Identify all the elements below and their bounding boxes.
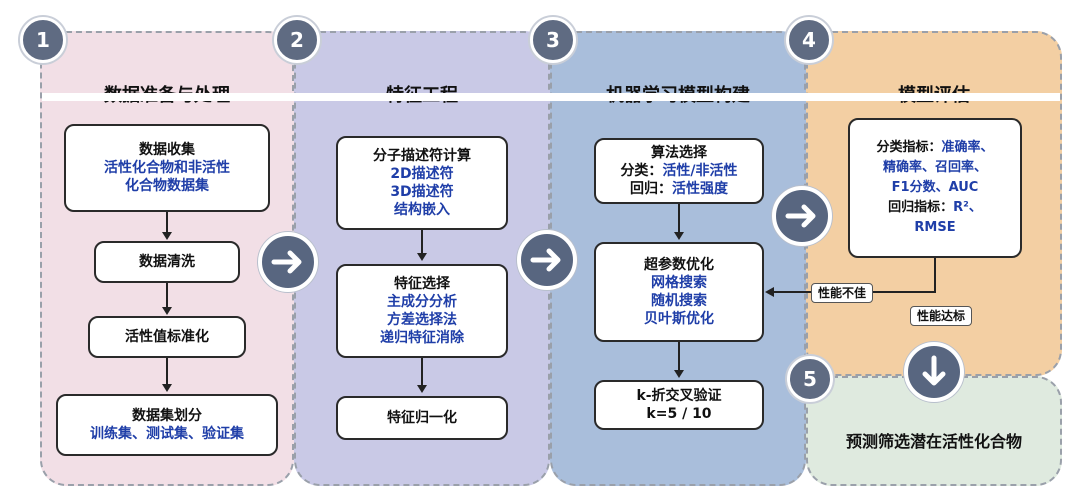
arrow-head	[417, 253, 427, 261]
flow-arrow-circle-3	[772, 186, 832, 246]
eval-cls-label: 分类指标：	[876, 140, 942, 155]
descriptor-item: 结构嵌入	[394, 202, 450, 218]
box-feature-selection: 特征选择 主成分分析 方差选择法 递归特征消除	[336, 264, 508, 358]
feature-selection-title: 特征选择	[394, 276, 450, 292]
algorithm-regression-value: 活性强度	[672, 181, 728, 197]
box-kfold-cv: k-折交叉验证 k=5 / 10	[594, 380, 764, 430]
data-cleaning-label: 数据清洗	[139, 254, 195, 270]
arrow-head	[417, 385, 427, 393]
feature-selection-item: 主成分分析	[387, 294, 457, 310]
descriptor-calc-title: 分子描述符计算	[373, 148, 471, 164]
eval-reg-line1: 回归指标：R²、	[888, 198, 982, 218]
flow-arrow-circle-2	[517, 230, 577, 290]
step-badge-1: 1	[20, 17, 66, 63]
descriptor-item: 2D描述符	[390, 166, 454, 182]
hyperparam-item: 网格搜索	[651, 275, 707, 291]
hyperparam-item: 随机搜索	[651, 293, 707, 309]
arrow-head	[162, 384, 172, 392]
hyperparam-opt-title: 超参数优化	[644, 257, 714, 273]
box-hyperparam-opt: 超参数优化 网格搜索 随机搜索 贝叶斯优化	[594, 242, 764, 342]
eval-cls-line1: 分类指标：准确率、	[876, 138, 993, 158]
feedback-arrow-head	[765, 287, 774, 297]
step-badge-2: 2	[274, 17, 320, 63]
algorithm-regression-label: 回归：	[630, 181, 672, 197]
box-data-collection: 数据收集 活性化合物和非活性 化合物数据集	[64, 124, 270, 212]
arrow-head	[674, 370, 684, 378]
flow-arrow-circle-down	[904, 342, 964, 402]
box-feature-normalization: 特征归一化	[336, 396, 508, 440]
activity-normalization-label: 活性值标准化	[125, 329, 209, 345]
box-eval-metrics: 分类指标：准确率、 精确率、召回率、 F1分数、AUC 回归指标：R²、 RMS…	[848, 118, 1022, 258]
step-badge-4: 4	[786, 17, 832, 63]
arrow-line	[166, 283, 168, 309]
right-arrow-icon	[785, 204, 816, 228]
box-descriptor-calc: 分子描述符计算 2D描述符 3D描述符 结构嵌入	[336, 136, 508, 230]
box-algorithm-selection: 算法选择 分类：活性/非活性 回归：活性强度	[594, 138, 764, 204]
right-arrow-icon	[271, 250, 302, 274]
arrow-line	[166, 358, 168, 386]
algorithm-regression: 回归：活性强度	[630, 180, 728, 198]
dataset-split-title: 数据集划分	[132, 408, 202, 424]
title-separator	[42, 93, 1060, 101]
arrow-head	[674, 232, 684, 240]
algorithm-classification-value: 活性/非活性	[662, 163, 738, 179]
algorithm-classification-label: 分类：	[620, 163, 663, 179]
box-data-cleaning: 数据清洗	[94, 241, 240, 283]
feature-normalization-label: 特征归一化	[387, 410, 457, 426]
kfold-cv-title: k-折交叉验证	[636, 388, 722, 404]
arrow-head	[162, 232, 172, 240]
arrow-line	[166, 212, 168, 234]
dataset-split-line: 训练集、测试集、验证集	[90, 426, 244, 442]
algorithm-selection-title: 算法选择	[651, 145, 707, 161]
kfold-cv-value: k=5 / 10	[646, 406, 712, 422]
down-arrow-icon	[922, 355, 946, 386]
data-collection-title: 数据收集	[139, 142, 195, 158]
arrow-head	[162, 307, 172, 315]
data-collection-line2: 化合物数据集	[125, 178, 209, 194]
hyperparam-item: 贝叶斯优化	[644, 311, 714, 327]
eval-reg-label: 回归指标：	[888, 200, 954, 215]
descriptor-item: 3D描述符	[390, 184, 454, 200]
arrow-line	[421, 358, 423, 387]
data-collection-line1: 活性化合物和非活性	[104, 160, 230, 176]
box-dataset-split: 数据集划分 训练集、测试集、验证集	[56, 394, 278, 456]
arrow-line	[678, 204, 680, 234]
box-activity-normalization: 活性值标准化	[88, 316, 246, 358]
eval-cls-c: F1分数、AUC	[891, 180, 979, 195]
eval-cls-a: 准确率、	[941, 140, 994, 155]
feature-selection-item: 递归特征消除	[380, 330, 464, 346]
flow-arrow-circle-1	[258, 232, 318, 292]
arrow-line	[421, 230, 423, 255]
feedback-line	[934, 258, 936, 292]
step-badge-5: 5	[787, 356, 833, 402]
right-arrow-icon	[530, 248, 561, 272]
arrow-line	[678, 342, 680, 372]
step-badge-3: 3	[530, 17, 576, 63]
feature-selection-item: 方差选择法	[387, 312, 457, 328]
algorithm-classification: 分类：活性/非活性	[620, 162, 737, 180]
eval-reg-b: RMSE	[914, 220, 956, 235]
panel-title-predict: 预测筛选潜在活性化合物	[845, 432, 1022, 451]
label-poor-performance: 性能不佳	[811, 283, 874, 303]
eval-reg-a: R²、	[953, 200, 982, 215]
label-performance-met: 性能达标	[910, 306, 973, 326]
eval-cls-b: 精确率、召回率、	[882, 160, 987, 175]
